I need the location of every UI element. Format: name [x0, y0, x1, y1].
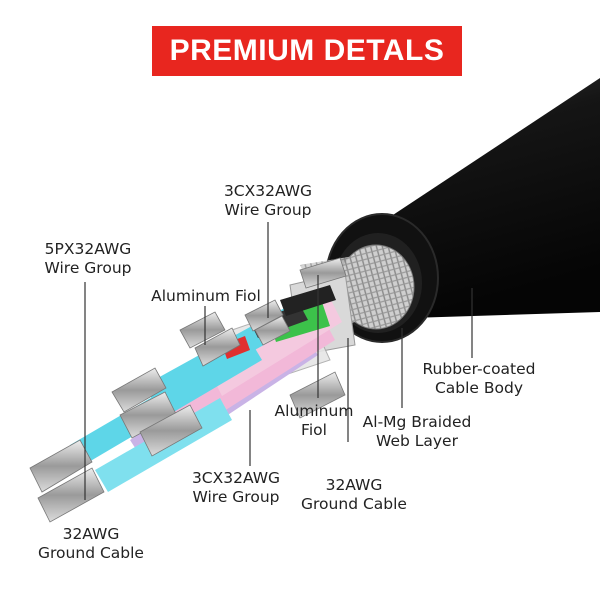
label-ground-cable-left: 32AWG Ground Cable — [38, 525, 144, 562]
label-aluminum-foil-top: Aluminum Fiol — [151, 287, 261, 305]
wire-bundle — [70, 285, 342, 492]
label-aluminum-foil-mid: Aluminum Fiol — [274, 402, 354, 439]
label-braided-web-layer: Al-Mg Braided Web Layer — [362, 413, 472, 450]
label-ground-cable-mid: 32AWG Ground Cable — [301, 476, 407, 513]
label-5p-wire-group: 5PX32AWG Wire Group — [44, 240, 132, 277]
premium-details-banner: PREMIUM DETALS — [152, 26, 462, 76]
label-rubber-coated-body: Rubber-coated Cable Body — [422, 360, 536, 397]
bare-strands — [29, 257, 347, 523]
label-3c-wire-group-top: 3CX32AWG Wire Group — [223, 182, 313, 219]
leader-lines — [84, 222, 473, 500]
banner-title: PREMIUM DETALS — [169, 34, 445, 67]
label-3c-wire-group-bottom: 3CX32AWG Wire Group — [191, 469, 281, 506]
